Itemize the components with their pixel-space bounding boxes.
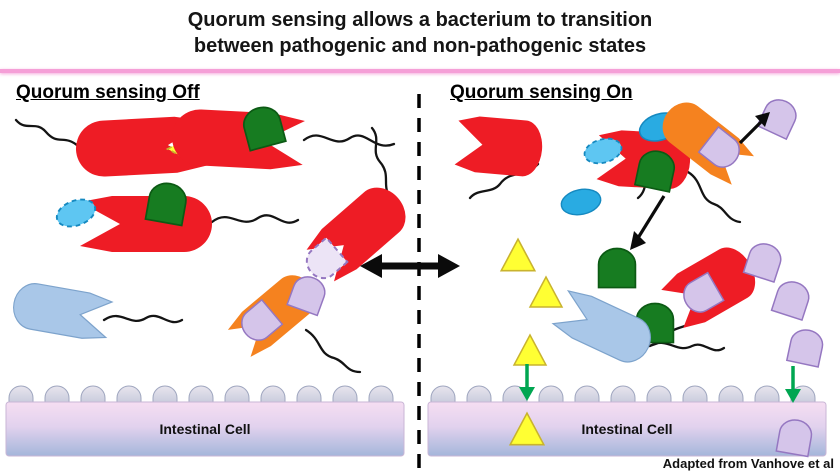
purple-molecule <box>786 326 826 368</box>
flagellum <box>304 328 362 374</box>
red-bacterium-3 <box>80 196 212 252</box>
arrow-head <box>630 231 646 250</box>
diagram-title: Quorum sensing allows a bacterium to tra… <box>0 7 840 59</box>
arrow-head <box>519 387 535 401</box>
purple-molecule <box>770 277 814 321</box>
green-molecule <box>597 247 637 289</box>
uptake-arrow-left-icon <box>519 364 535 401</box>
yellow-autoinducer <box>529 276 563 308</box>
attribution-text: Adapted from Vanhove et al <box>662 456 834 471</box>
title-line-1: Quorum sensing allows a bacterium to tra… <box>187 9 653 31</box>
blue-oval-molecule <box>558 185 604 219</box>
flagellum <box>302 134 396 147</box>
light-blue-bacterium-right <box>550 285 659 370</box>
arrow-shaft <box>636 195 666 239</box>
arrow-shaft <box>738 119 764 145</box>
left-panel-heading: Quorum sensing Off <box>16 82 200 103</box>
double-arrow-right-head <box>438 254 460 278</box>
flagellum <box>370 126 394 202</box>
flagellum <box>648 341 726 352</box>
double-arrow-left-head <box>360 254 382 278</box>
uptake-arrow-right-icon <box>785 366 801 403</box>
red-bacterium-5 <box>454 114 545 178</box>
flagellum <box>686 170 742 224</box>
green-molecule <box>144 179 190 227</box>
yellow-autoinducer <box>500 238 536 272</box>
flagellum <box>102 314 184 324</box>
arrow-head <box>785 389 801 403</box>
arrow-head <box>755 112 770 127</box>
flagellum <box>210 214 300 224</box>
flagellum <box>14 118 80 148</box>
right-panel-heading: Quorum sensing On <box>450 82 633 103</box>
intestinal-cell-label-left: Intestinal Cell <box>159 421 251 437</box>
light-blue-bacterium-left <box>9 279 114 343</box>
pink-divider-rule <box>0 69 840 73</box>
transition-double-arrow-icon <box>360 254 460 278</box>
intestinal-cell-label-right: Intestinal Cell <box>581 421 673 437</box>
signal-arrow-down-icon <box>630 195 666 250</box>
title-line-2: between pathogenic and non-pathogenic st… <box>193 35 647 57</box>
yellow-autoinducer <box>513 334 547 366</box>
release-arrow-up-icon <box>738 112 770 145</box>
